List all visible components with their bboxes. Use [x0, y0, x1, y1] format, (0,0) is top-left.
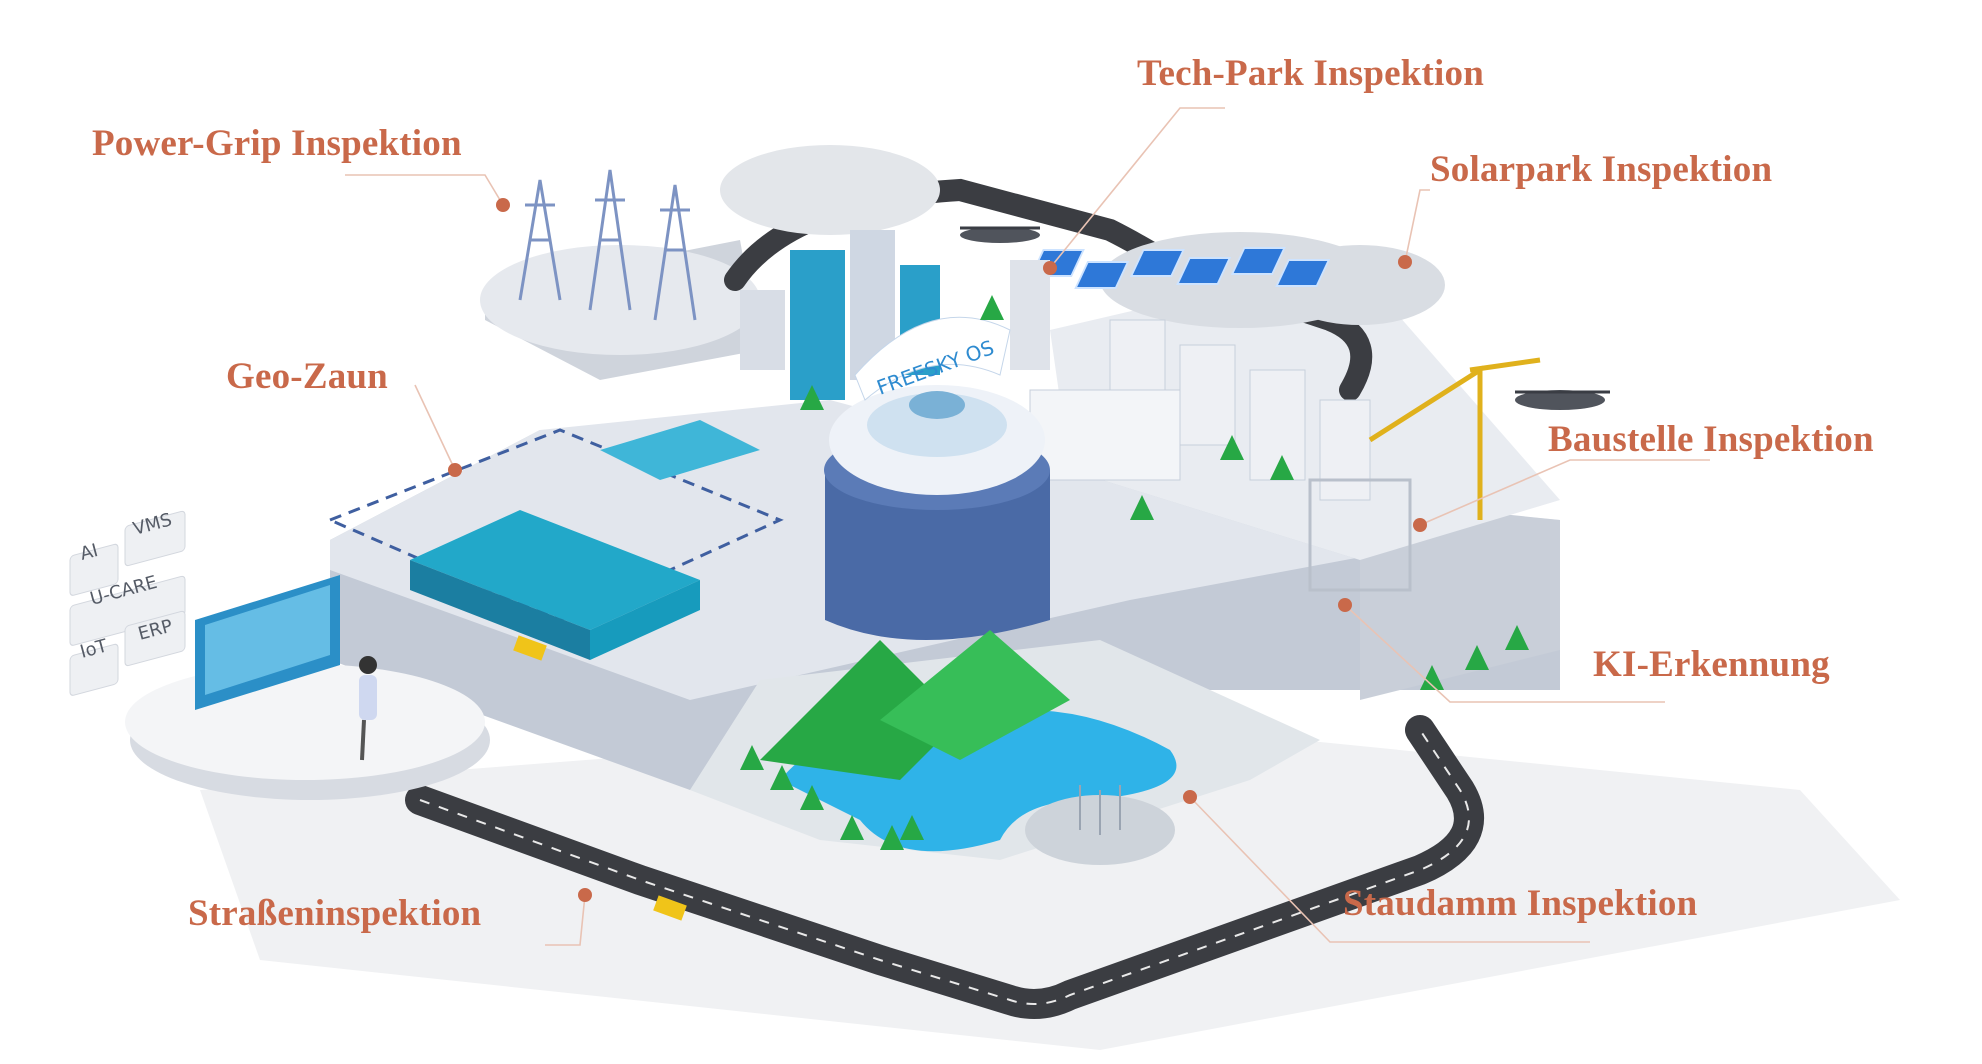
label-staudamm: Staudamm Inspektion: [1343, 883, 1698, 924]
person-head: [359, 656, 377, 674]
callout-lines: [345, 107, 1710, 946]
label-ki-erkennung: KI-Erkennung: [1593, 644, 1830, 685]
solar-panels: [1029, 247, 1331, 289]
construction-frame: [1308, 478, 1412, 592]
person-legs: [360, 719, 366, 761]
mountain-left: [760, 640, 960, 780]
mountain-right: [880, 630, 1070, 760]
tile-ai-label: AI: [78, 540, 100, 565]
label-strassen: Straßeninspektion: [188, 893, 482, 934]
trees: [740, 295, 1529, 850]
label-power-grip: Power-Grip Inspektion: [92, 123, 462, 164]
tile-erp: [124, 610, 186, 667]
construction-crane: [1368, 357, 1541, 520]
park-pad: [720, 145, 940, 235]
tile-vms: [124, 510, 186, 567]
kiosk-platform-top: [125, 664, 485, 780]
label-solarpark: Solarpark Inspektion: [1430, 149, 1773, 190]
callout-dots: [448, 198, 1427, 902]
person-body: [359, 675, 377, 720]
tile-iot: [69, 643, 119, 696]
drone-right: [1515, 390, 1610, 410]
label-tech-park: Tech-Park Inspektion: [1137, 53, 1485, 94]
tech-park-buildings: [740, 230, 1050, 400]
office-buildings: [1029, 319, 1371, 501]
tech-tiles: [69, 510, 186, 696]
power-grid-platform-top: [480, 245, 760, 355]
truck-factory: [513, 635, 547, 661]
wind-turbines: [1079, 785, 1121, 835]
tile-ai: [69, 543, 119, 596]
power-towers: [518, 169, 697, 321]
tower-banner: [854, 316, 1011, 401]
outer-road-markings: [419, 729, 1470, 1005]
kiosk-screen-glow: [205, 585, 330, 695]
factory-buildings: [410, 420, 760, 660]
drone-top: [960, 226, 1040, 243]
freesky-tower: [824, 316, 1050, 640]
truck-road: [653, 895, 687, 921]
label-baustelle: Baustelle Inspektion: [1548, 419, 1874, 460]
label-geo-zaun: Geo-Zaun: [226, 356, 388, 397]
